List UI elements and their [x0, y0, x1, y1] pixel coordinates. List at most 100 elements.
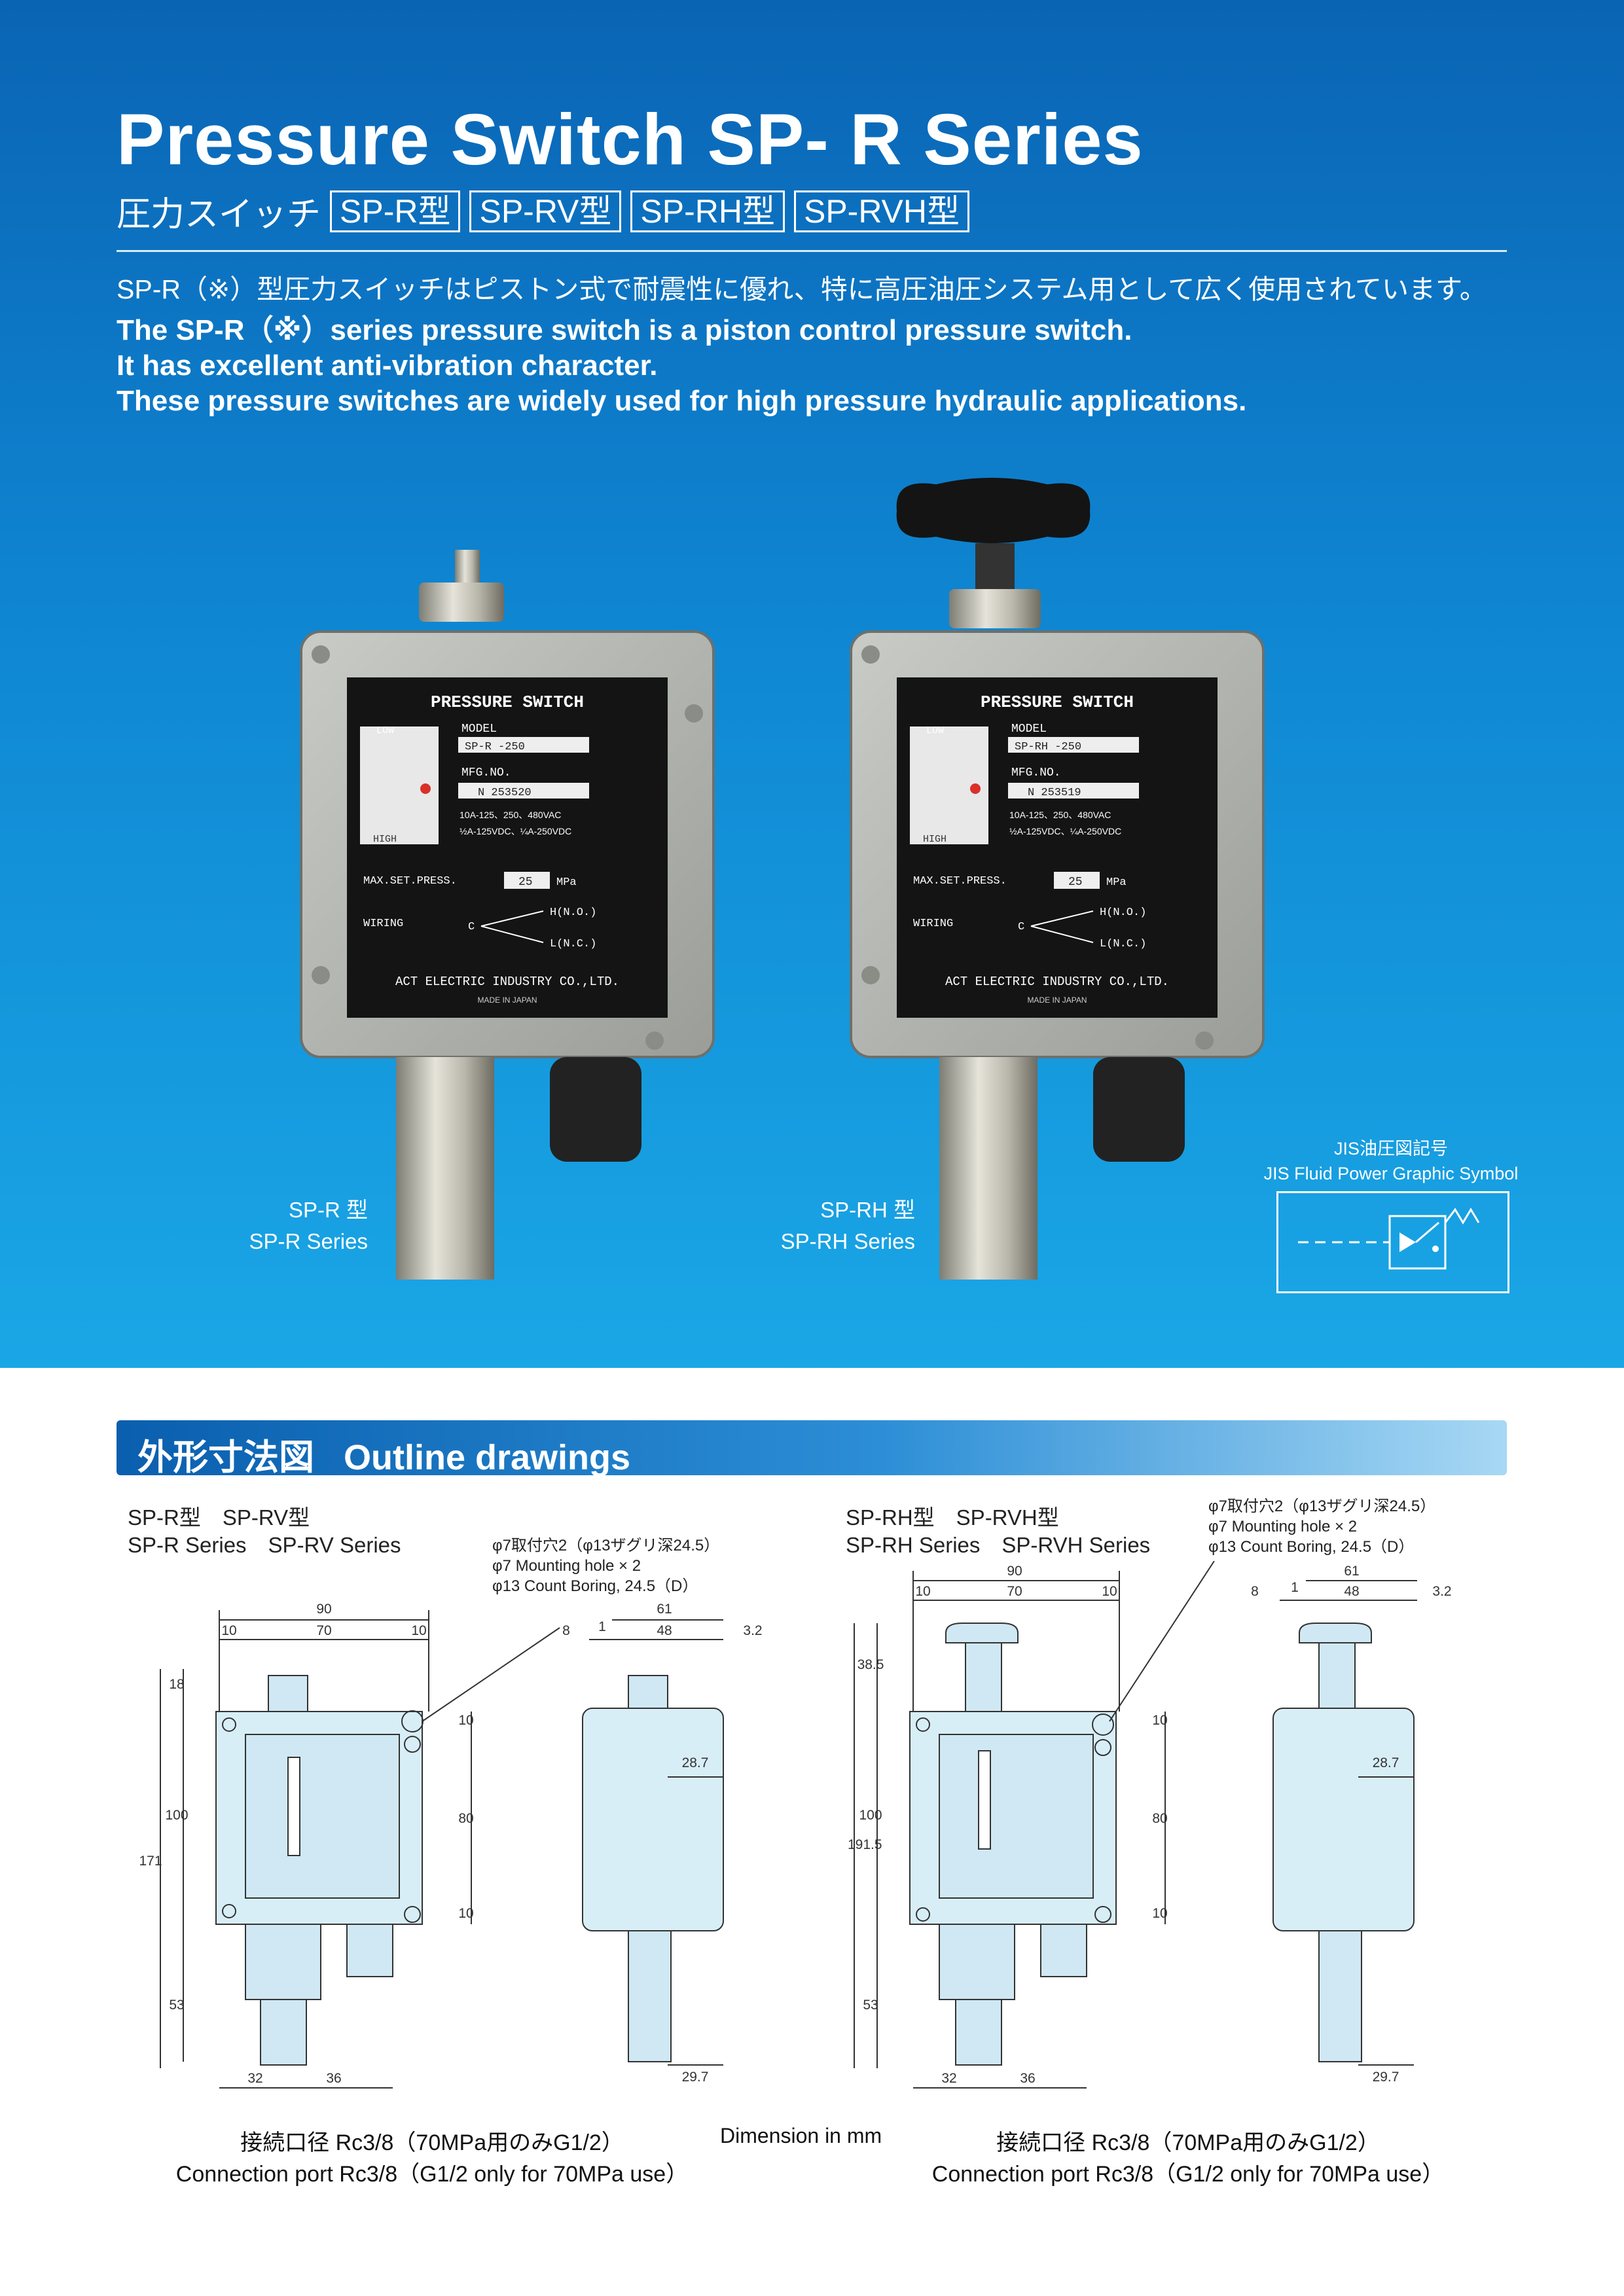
description-en-line: The SP-R（※）series pressure switch is a p…	[117, 314, 1132, 346]
cable-gland	[346, 1924, 393, 1977]
hole-note-line: φ7取付穴2（φ13ザグリ深24.5）	[492, 1537, 720, 1554]
dim-label: 61	[1344, 1564, 1359, 1579]
dim-label: 48	[657, 1623, 672, 1638]
drawing-title-line2: SP-RH Series SP-RVH Series	[846, 1533, 1151, 1557]
pressure-port	[396, 1057, 494, 1280]
section-title: 外形寸法図 Outline drawings	[137, 1428, 630, 1480]
dim-label: 53	[169, 1998, 184, 2013]
model-field	[1008, 737, 1139, 753]
wiring-label: WIRING	[363, 918, 403, 930]
model-tag: SP-RH型	[630, 190, 785, 232]
bottom-port	[939, 1924, 1015, 2000]
dim-label: 80	[1152, 1811, 1167, 1826]
maxset-field	[504, 872, 550, 889]
maxset-unit: MPa	[1106, 876, 1127, 889]
dim-label: 29.7	[682, 2070, 709, 2085]
dim-label: 36	[1020, 2071, 1035, 2086]
dim-label: 8	[562, 1623, 570, 1638]
maker-name: ACT ELECTRIC INDUSTRY CO.,LTD.	[945, 975, 1169, 989]
section-title-jp: 外形寸法図	[137, 1438, 314, 1477]
section-header-bar	[117, 1420, 1507, 1475]
mfg-value: N 253520	[478, 787, 532, 799]
outline-drawing-sp-rh: 90 10 70 10 61 8 1 48 3.2 38.5 100 191.5…	[848, 1561, 1452, 2089]
scale-low: LOW	[376, 725, 394, 736]
jis-symbol-title: JIS油圧図記号 JIS Fluid Power Graphic Symbol	[1263, 1136, 1519, 1186]
side-body	[582, 1708, 724, 1931]
description-en: The SP-R（※）series pressure switch is a p…	[117, 313, 1246, 419]
caption-jp: SP-RH 型	[820, 1198, 915, 1222]
maxset-unit: MPa	[556, 876, 577, 889]
mfg-field	[1008, 783, 1139, 798]
case-screw	[861, 966, 880, 984]
top-nut	[419, 583, 504, 622]
wiring-c: C	[1018, 921, 1024, 933]
hero-banner	[0, 0, 1624, 1368]
dim-label: 10	[458, 1906, 473, 1921]
product-photo-sp-rh: PRESSURE SWITCH LOW HIGH MODEL SP-RH -25…	[850, 478, 1265, 1280]
rating-dc: ½A-125VDC、¼A-250VDC	[1009, 826, 1121, 836]
made-in: MADE IN JAPAN	[477, 996, 537, 1005]
dim-label: 80	[458, 1811, 473, 1826]
port-note-jp: 接続口径 Rc3/8（70MPa用のみG1/2）	[996, 2130, 1380, 2155]
dim-label: 48	[1344, 1584, 1359, 1599]
jis-symbol-box	[1276, 1191, 1509, 1293]
mfg-label: MFG.NO.	[461, 766, 511, 780]
wiring-c: C	[468, 921, 475, 933]
top-stem	[455, 550, 480, 583]
knob-stem	[975, 543, 1015, 596]
dim-label: 100	[165, 1808, 188, 1823]
drawing-title-line1: SP-RH型 SP-RVH型	[846, 1505, 1059, 1530]
dim-label: 90	[316, 1602, 331, 1617]
scale-high: HIGH	[373, 834, 397, 845]
wiring-h: H(N.O.)	[550, 906, 596, 919]
jis-title-en: JIS Fluid Power Graphic Symbol	[1263, 1164, 1519, 1183]
nameplate-heading: PRESSURE SWITCH	[981, 692, 1134, 712]
caption-en: SP-RH Series	[780, 1229, 915, 1253]
model-value: SP-RH -250	[1015, 741, 1081, 753]
case-screw	[861, 645, 880, 664]
description-en-line: These pressure switches are widely used …	[117, 385, 1247, 417]
wiring-line	[480, 925, 544, 943]
wiring-h: H(N.O.)	[1100, 906, 1146, 919]
dim-label: 70	[316, 1623, 331, 1638]
jis-title-jp: JIS油圧図記号	[1333, 1139, 1448, 1158]
dim-label: 38.5	[857, 1657, 884, 1672]
case-screw	[685, 704, 703, 723]
maxset-value: 25	[1068, 876, 1083, 889]
maxset-label: MAX.SET.PRESS.	[913, 875, 1007, 888]
dim-label: 53	[863, 1998, 878, 2013]
model-tag: SP-R型	[330, 190, 461, 232]
cable-gland	[1093, 1057, 1185, 1162]
dim-label: 10	[1152, 1713, 1167, 1728]
dim-label: 28.7	[1373, 1755, 1399, 1770]
dim-label: 100	[859, 1808, 882, 1823]
model-tag: SP-RV型	[469, 190, 622, 232]
mfg-field	[458, 783, 589, 798]
nameplate-heading: PRESSURE SWITCH	[431, 692, 584, 712]
dim-label: 3.2	[743, 1623, 762, 1638]
case-screw	[645, 1031, 664, 1050]
hole-note-line: φ13 Count Boring, 24.5（D）	[492, 1577, 698, 1595]
adjust-knob	[945, 1623, 1019, 1643]
drawing-title-sp-rh: SP-RH型 SP-RVH型 SP-RH Series SP-RVH Serie…	[846, 1504, 1150, 1559]
dim-label: 70	[1007, 1584, 1022, 1599]
dim-label: 10	[915, 1584, 930, 1599]
mounting-hole-note: φ7取付穴2（φ13ザグリ深24.5） φ7 Mounting hole × 2…	[1208, 1496, 1435, 1557]
product-caption-sp-r: SP-R 型 SP-R Series	[196, 1194, 368, 1257]
maxset-field	[1054, 872, 1100, 889]
dim-label: 3.2	[1432, 1584, 1451, 1599]
maxset-label: MAX.SET.PRESS.	[363, 875, 457, 888]
dim-label: 28.7	[682, 1755, 709, 1770]
dim-label: 90	[1007, 1564, 1022, 1579]
product-caption-sp-rh: SP-RH 型 SP-RH Series	[720, 1194, 915, 1257]
side-body	[1272, 1708, 1415, 1931]
top-nut	[949, 589, 1041, 628]
dim-label: 10	[458, 1713, 473, 1728]
dim-label: 191.5	[848, 1837, 882, 1852]
model-label: MODEL	[461, 723, 497, 736]
wiring-l: L(N.C.)	[550, 938, 596, 950]
dim-label: 18	[169, 1677, 184, 1692]
rating-ac: 10A-125、250、480VAC	[1009, 810, 1111, 820]
section-title-en: Outline drawings	[344, 1438, 631, 1477]
wiring-line	[480, 910, 544, 927]
